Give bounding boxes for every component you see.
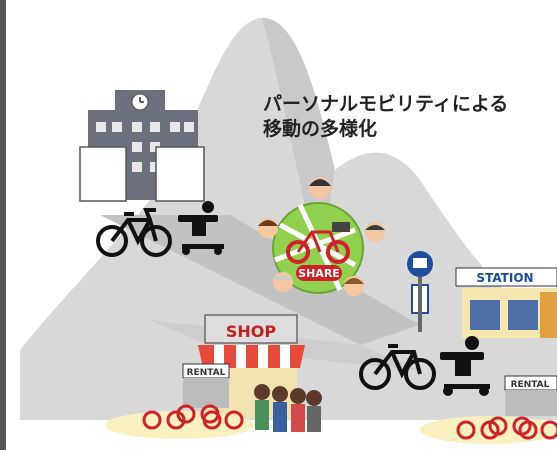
headline-line-1: パーソナルモビリティによる	[263, 93, 509, 115]
headline-text: パーソナルモビリティによる 移動の多様化	[263, 92, 508, 142]
share-label: SHARE	[298, 267, 340, 280]
rental-station-right-icon: RENTAL	[456, 375, 557, 440]
scooter-rider-icon	[178, 201, 224, 255]
bike-share-map-icon: SHARE	[272, 202, 364, 294]
rental-label-left: RENTAL	[187, 368, 226, 378]
mountain-shade	[262, 17, 335, 261]
ground-patch-left	[105, 411, 255, 439]
scooter-rider-lower-icon	[440, 336, 490, 396]
left-border	[0, 0, 6, 450]
shop-building-icon: SHOP	[198, 314, 305, 418]
school-building-icon	[79, 90, 205, 202]
station-label: STATION	[476, 271, 533, 285]
bicycle-lower-icon	[359, 344, 436, 390]
station-building-icon: STATION	[455, 267, 557, 338]
rental-label-right: RENTAL	[511, 380, 550, 390]
shop-label: SHOP	[226, 322, 277, 341]
people-queue-icon	[254, 384, 322, 432]
bicycle-icon	[96, 208, 172, 257]
headline-line-2: 移動の多様化	[263, 118, 378, 140]
road-upper	[100, 215, 420, 345]
bus-stop-icon	[407, 251, 433, 332]
rental-station-left-icon: RENTAL	[142, 363, 244, 430]
people-faces-icon	[258, 177, 385, 296]
